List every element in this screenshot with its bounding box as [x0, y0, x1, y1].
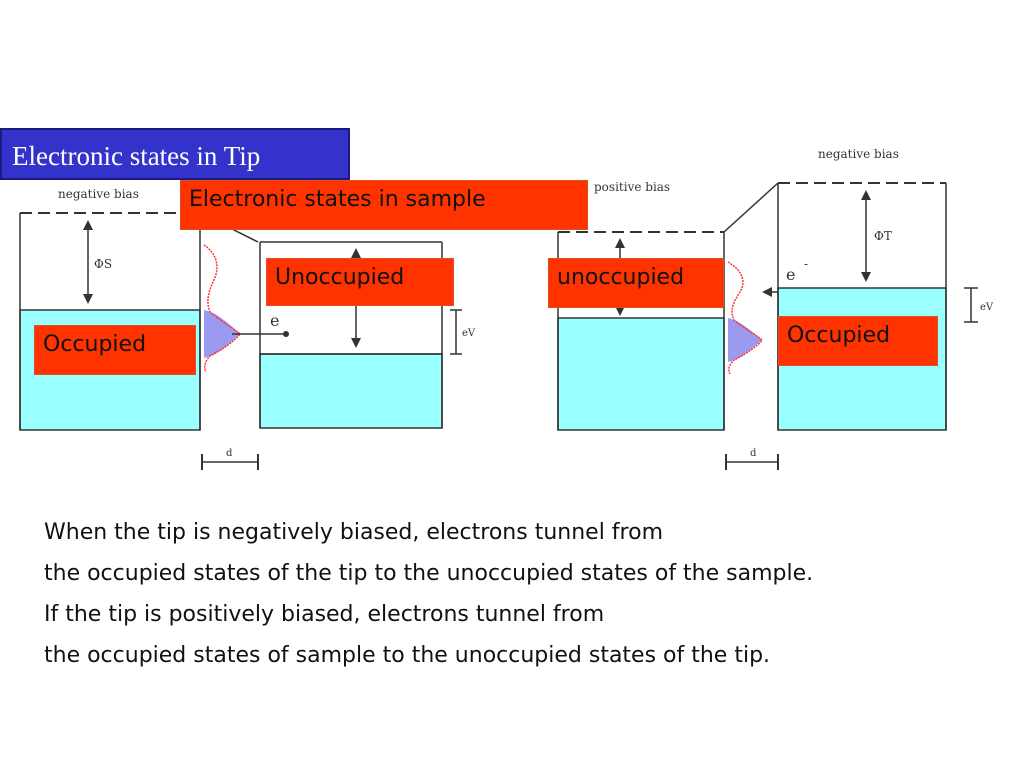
paragraph-line-2: the occupied states of the tip to the un… [44, 561, 814, 586]
sample-states-label: Electronic states in sample [180, 180, 588, 230]
right-tip-bias-label: negative bias [818, 147, 899, 161]
left-ev-label: eV [462, 328, 476, 339]
tip-states-title: Electronic states in Tip [0, 128, 350, 180]
right-electron-sup: - [804, 257, 808, 271]
right-electron-label: e [786, 265, 795, 284]
explanation-paragraph: When the tip is negatively biased, elect… [44, 512, 1014, 676]
left-dos-fill [204, 310, 240, 358]
left-sample-filled-band [259, 353, 443, 429]
paragraph-line-3: If the tip is positively biased, electro… [44, 602, 605, 627]
left-gap-label: d [226, 448, 233, 459]
right-panel: positive bias e - negative bias ΦT eV [557, 147, 994, 470]
left-phi-label: ΦS [94, 257, 112, 271]
occupied-label-left: Occupied [34, 325, 196, 375]
unoccupied-label-right: unoccupied [548, 258, 724, 308]
right-sample-bias-label: positive bias [594, 180, 670, 194]
paragraph-line-4: the occupied states of sample to the uno… [44, 643, 771, 668]
right-dos-curve [727, 261, 763, 375]
right-gap-label: d [750, 448, 757, 459]
paragraph-line-1: When the tip is negatively biased, elect… [44, 520, 663, 545]
right-phi-label: ΦT [874, 229, 892, 243]
right-ev-label: eV [980, 302, 994, 313]
right-dos-fill [728, 318, 762, 362]
occupied-label-right: Occupied [778, 316, 938, 366]
unoccupied-label-left: Unoccupied [266, 258, 454, 306]
tunneling-diagram: negative bias ΦS e eV d [19, 147, 994, 470]
left-electron-label: e [270, 311, 279, 330]
left-bias-label: negative bias [58, 187, 139, 201]
right-sample-filled-band [557, 317, 725, 431]
